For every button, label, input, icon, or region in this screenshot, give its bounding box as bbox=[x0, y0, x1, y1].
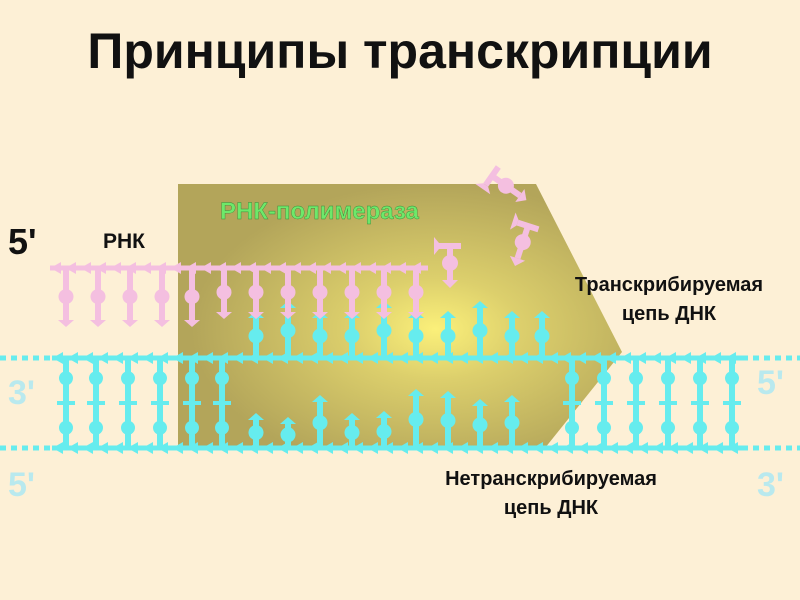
base-pair bbox=[563, 358, 581, 448]
polymerase-label: РНК-полимераза bbox=[220, 198, 420, 225]
nucleotide bbox=[440, 311, 456, 358]
rna-5-prime-end: 5' bbox=[8, 221, 37, 262]
free-nucleotides bbox=[434, 165, 540, 288]
dna-template-dotted-left bbox=[0, 355, 61, 361]
nucleotide bbox=[312, 395, 328, 448]
dna-3-prime-end-right: 3' bbox=[757, 466, 784, 504]
dna-template-dotted-right bbox=[742, 355, 800, 361]
nucleotide bbox=[472, 399, 488, 448]
base-pair bbox=[595, 358, 613, 448]
base-pair bbox=[151, 358, 169, 448]
base-pair bbox=[57, 358, 75, 448]
nucleotide bbox=[216, 268, 232, 319]
base-pair bbox=[627, 358, 645, 448]
nucleotide bbox=[408, 268, 424, 319]
diagram-title: Принципы транскрипции bbox=[87, 23, 713, 79]
nucleotide bbox=[504, 311, 520, 358]
nucleotide bbox=[248, 268, 264, 319]
nucleotide bbox=[280, 417, 296, 448]
nucleotide bbox=[440, 391, 456, 448]
nucleotide bbox=[344, 413, 360, 448]
dna-coding-dotted-right bbox=[742, 445, 800, 451]
base-pair bbox=[691, 358, 709, 448]
nucleotide bbox=[504, 395, 520, 448]
rna-polymerase-body bbox=[178, 184, 622, 448]
coding-strand-label-line1: Нетранскрибируемая bbox=[445, 468, 657, 490]
nucleotide bbox=[534, 311, 550, 358]
free-nucleotide bbox=[434, 237, 461, 288]
free-nucleotide bbox=[475, 165, 527, 203]
nucleotide bbox=[312, 268, 328, 319]
nucleotide bbox=[472, 301, 488, 358]
nucleotide bbox=[376, 268, 392, 319]
base-pair bbox=[87, 358, 105, 448]
nucleotide bbox=[154, 268, 170, 327]
nucleotide bbox=[58, 268, 74, 327]
nucleotide bbox=[344, 268, 360, 319]
base-pair bbox=[723, 358, 741, 448]
dna-coding-dotted-left bbox=[0, 445, 61, 451]
dna-molecule bbox=[0, 301, 800, 454]
nucleotide bbox=[90, 268, 106, 327]
base-pair bbox=[213, 358, 231, 448]
template-strand-label-line2: цепь ДНК bbox=[622, 303, 717, 325]
rna-label: РНК bbox=[103, 230, 145, 253]
dna-3-prime-end-left: 3' bbox=[8, 374, 35, 412]
nucleotide bbox=[184, 268, 200, 327]
dna-5-prime-end-left: 5' bbox=[8, 466, 35, 504]
template-strand-label-line1: Транскрибируемая bbox=[575, 274, 763, 296]
base-pair bbox=[119, 358, 137, 448]
base-pair bbox=[659, 358, 677, 448]
nucleotide bbox=[122, 268, 138, 327]
nucleotide bbox=[248, 413, 264, 448]
rna-molecule bbox=[50, 262, 428, 327]
nucleotide bbox=[408, 389, 424, 448]
dna-5-prime-end-right: 5' bbox=[757, 364, 784, 402]
template-strand-backbone-right bbox=[560, 352, 745, 364]
base-pair bbox=[183, 358, 201, 448]
nucleotide bbox=[376, 411, 392, 448]
nucleotide bbox=[280, 268, 296, 319]
coding-strand-label-line2: цепь ДНК bbox=[504, 497, 599, 519]
free-nucleotide bbox=[509, 212, 540, 266]
